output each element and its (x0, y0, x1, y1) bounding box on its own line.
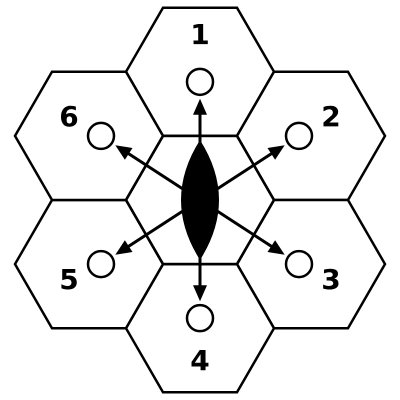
arrow-head-2 (267, 145, 285, 160)
hex-number-3: 3 (321, 263, 340, 296)
hex-number-6: 6 (59, 100, 78, 133)
target-circle-1 (185, 67, 215, 97)
target-circle-3 (284, 249, 314, 279)
arrow-head-5 (115, 240, 133, 255)
hex-number-2: 2 (321, 100, 340, 133)
target-circle-2 (284, 121, 314, 151)
arrow-head-4 (193, 285, 207, 302)
hex-number-labels-group: 1 2 3 4 5 6 (59, 18, 340, 377)
hex-number-4: 4 (190, 344, 209, 377)
arrow-head-3 (267, 240, 285, 255)
target-circle-4 (185, 303, 215, 333)
hex-number-1: 1 (190, 18, 209, 51)
arrow-head-6 (115, 145, 133, 160)
center-hex (124, 134, 276, 266)
target-circle-5 (86, 249, 116, 279)
target-circle-6 (86, 121, 116, 151)
target-circles-group (86, 67, 314, 333)
center-eye-icon (181, 140, 219, 260)
arrow-head-1 (193, 98, 207, 115)
hex-number-5: 5 (59, 263, 78, 296)
